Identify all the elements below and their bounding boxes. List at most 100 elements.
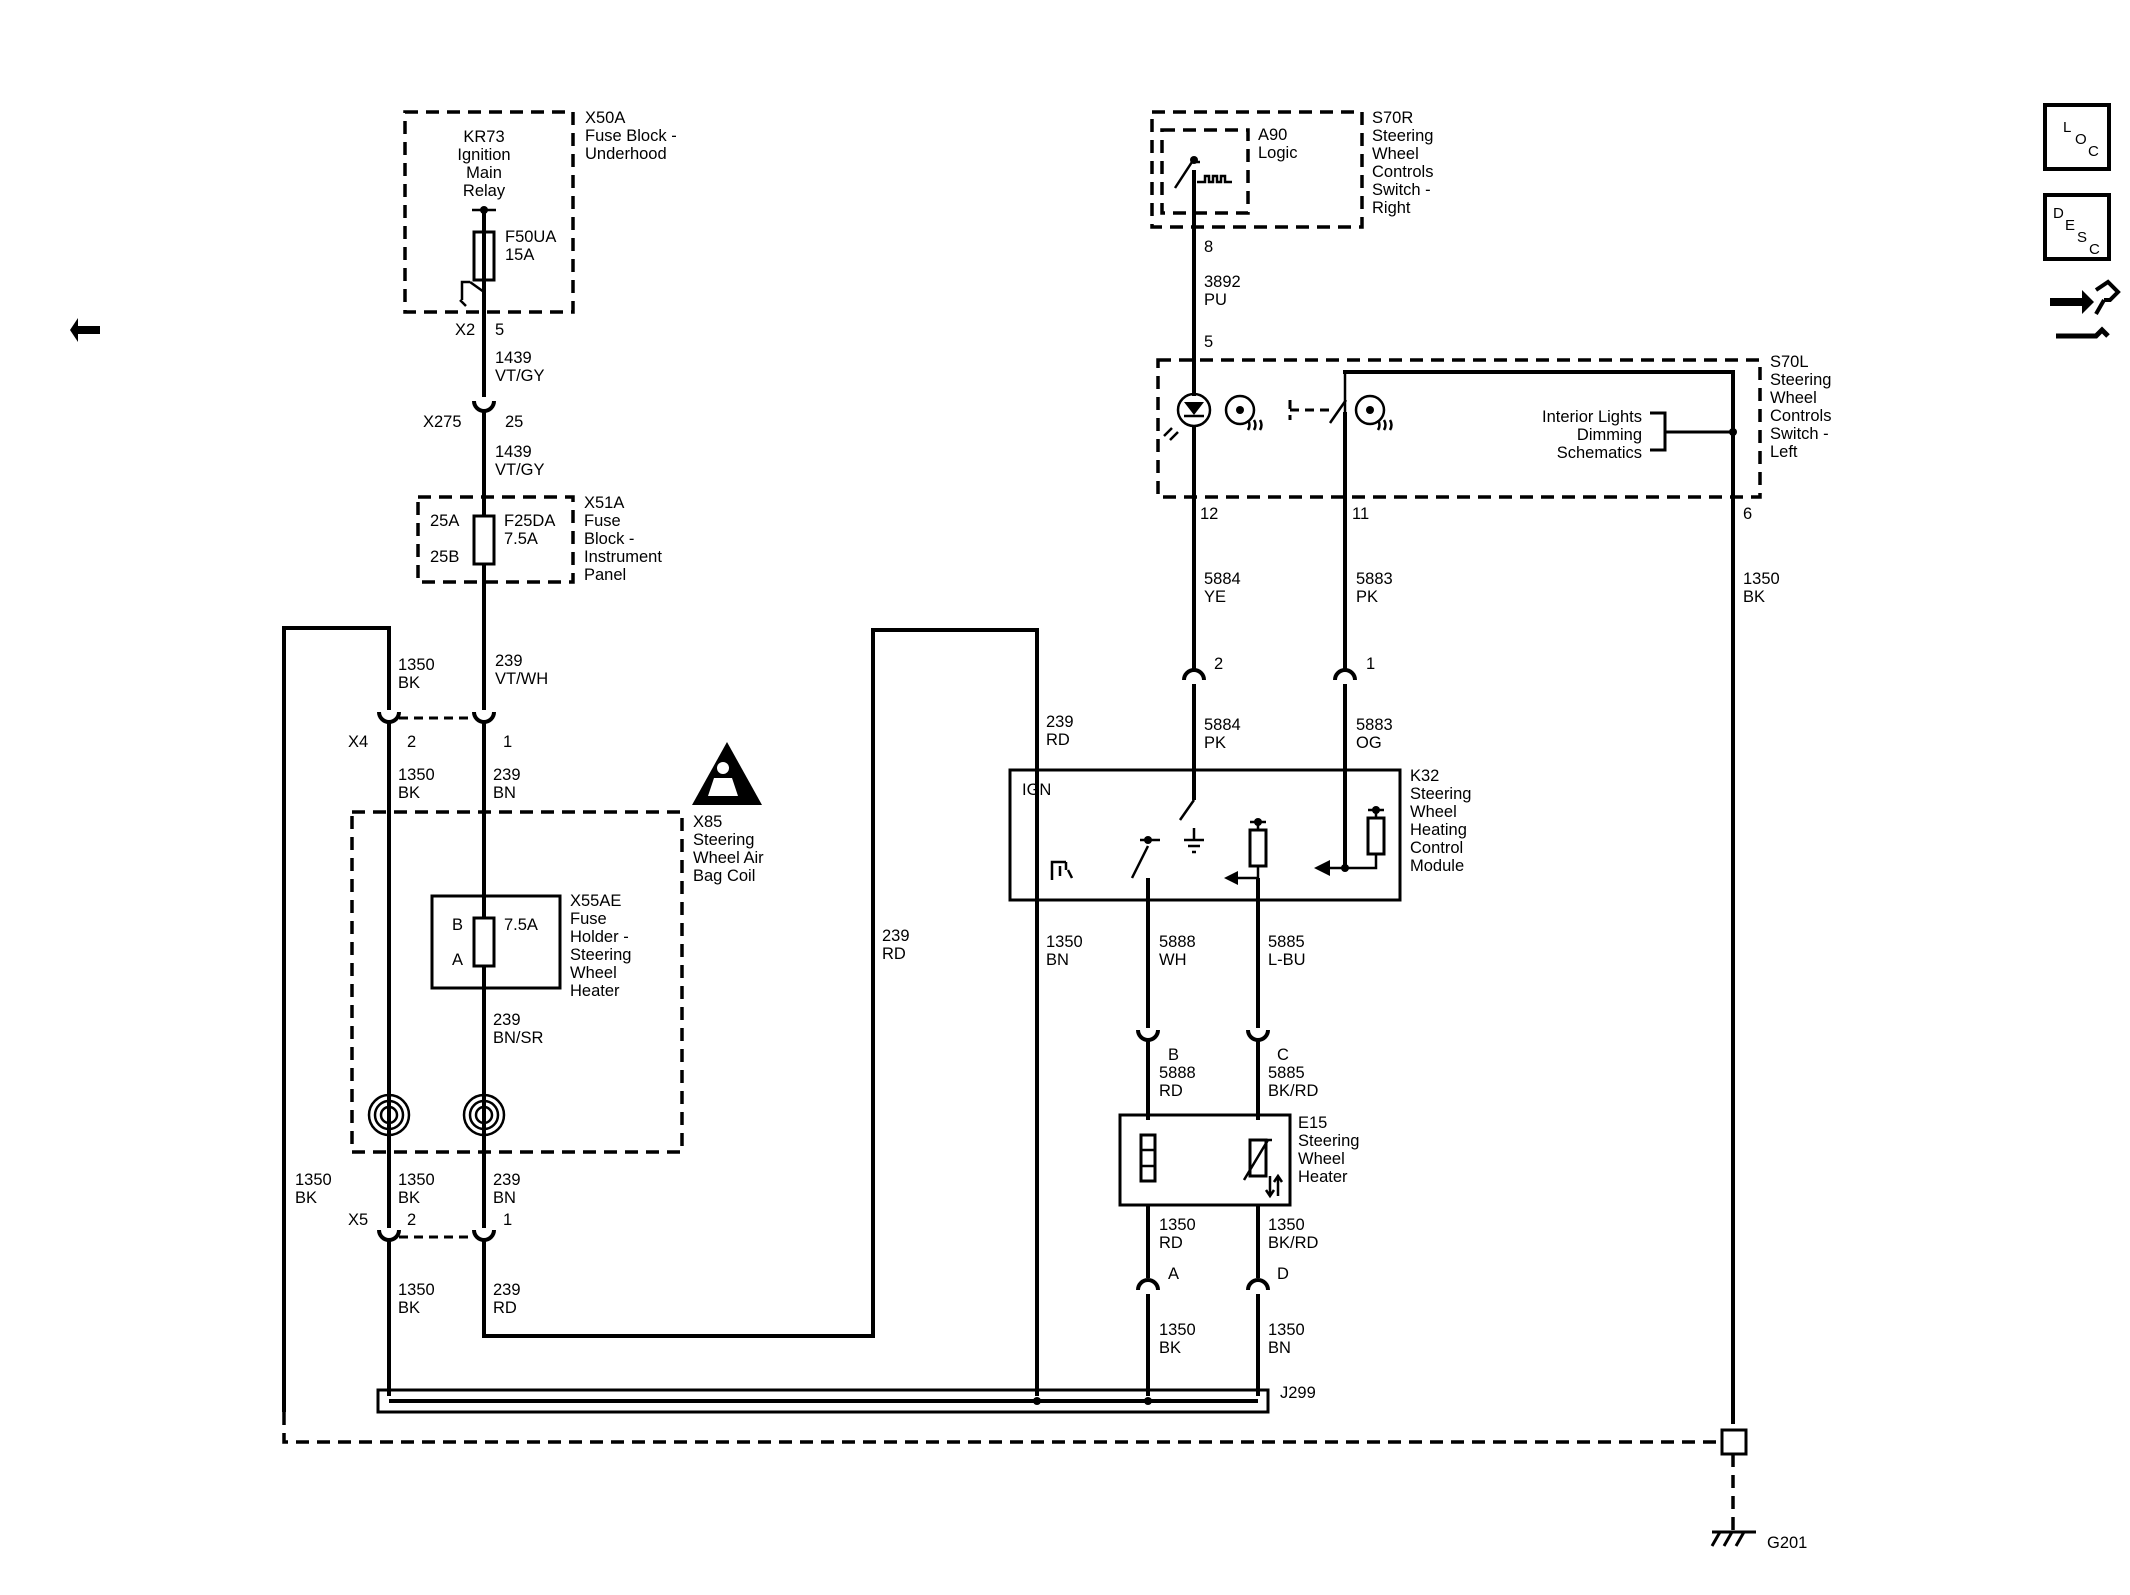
schematic-label: Ignition	[457, 146, 510, 164]
kr73-relay: KR73 Ignition Main Relay	[457, 128, 511, 307]
wire-label: 1350	[295, 1171, 332, 1189]
connector-e15-b-c: B C	[1136, 1029, 1289, 1064]
schematic-label: Block -	[584, 530, 634, 548]
schematic-label: Fuse	[570, 910, 607, 928]
schematic-label: J299	[1280, 1384, 1316, 1402]
schematic-label: Steering	[570, 946, 631, 964]
wire-label: 5884	[1204, 716, 1241, 734]
wire-label: RD	[1159, 1082, 1183, 1100]
schematic-label: Instrument	[584, 548, 662, 566]
thermistor-icon	[1242, 1138, 1284, 1199]
a90-id: A90	[1258, 126, 1287, 144]
schematic-label: Right	[1372, 199, 1411, 217]
wire-label: 5884	[1204, 570, 1241, 588]
wire-label: YE	[1204, 588, 1226, 606]
schematic-label: Bag Coil	[693, 867, 755, 885]
schematic-label: Wheel Air	[693, 849, 764, 867]
connector-pin: 8	[1204, 238, 1213, 256]
schematic-label: Switch -	[1770, 425, 1829, 443]
wire-label: 5885	[1268, 933, 1305, 951]
j299-splice-pack: J299	[376, 1384, 1316, 1414]
schematic-label: Controls	[1372, 163, 1433, 181]
wire-label: BN	[1046, 951, 1069, 969]
wire-label: BK	[1159, 1339, 1181, 1357]
heated-wheel-icon	[1354, 394, 1393, 431]
wire-label: L-BU	[1268, 951, 1306, 969]
wire-label: BK	[398, 674, 420, 692]
wire-label: 5883	[1356, 716, 1393, 734]
wire-label: BK	[398, 1189, 420, 1207]
wire-239-rd-loop	[482, 628, 1039, 1396]
wire-label: VT/GY	[495, 461, 545, 479]
connector-x5: X5 2 1	[348, 1211, 512, 1242]
wire-label: BN	[493, 784, 516, 802]
wire-label: 5885	[1268, 1064, 1305, 1082]
wire-label: 5883	[1356, 570, 1393, 588]
wire-label: VT/GY	[495, 367, 545, 385]
schematic-label: E15	[1298, 1114, 1327, 1132]
schematic-label: F50UA	[505, 228, 556, 246]
wire-label: 1350	[398, 1281, 435, 1299]
schematic-label: X5	[348, 1211, 368, 1229]
connector-repair-icon[interactable]	[70, 279, 2121, 342]
wire-label: RD	[493, 1299, 517, 1317]
heating-element-icon	[1139, 1133, 1157, 1183]
loc-icon[interactable]: L O C	[2043, 103, 2111, 171]
schematic-label: S70R	[1372, 109, 1413, 127]
schematic-label: 2	[1214, 655, 1223, 673]
schematic-label: 7.5A	[504, 530, 538, 548]
wire-label: BK/RD	[1268, 1082, 1319, 1100]
wire-label: BK/RD	[1268, 1234, 1319, 1252]
wire-label: 239	[493, 766, 521, 784]
schematic-label: S	[2077, 229, 2087, 246]
schematic-label: Holder -	[570, 928, 629, 946]
wire-label: BK	[398, 1299, 420, 1317]
schematic-label: Wheel	[570, 964, 617, 982]
wire-label: OG	[1356, 734, 1382, 752]
wire-label: 1350	[1046, 933, 1083, 951]
schematic-label: Steering	[1410, 785, 1471, 803]
f50ua-fuse: F50UA 15A	[472, 228, 556, 282]
schematic-label: F25DA	[504, 512, 555, 530]
schematic-label: Dimming	[1577, 426, 1642, 444]
schematic-label: X275	[423, 413, 462, 431]
wire-label: 5888	[1159, 1064, 1196, 1082]
connector-pin: 11	[1352, 505, 1369, 523]
connector-x2-pin: 5	[495, 321, 504, 339]
wire-1350-bk-right	[1343, 370, 1735, 1424]
wire-label: 1350	[1268, 1216, 1305, 1234]
schematic-label: S70L	[1770, 353, 1809, 371]
wire-label: 239	[493, 1011, 521, 1029]
schematic-label: 25	[505, 413, 523, 431]
schematic-label: Panel	[584, 566, 626, 584]
schematic-label: Interior Lights	[1542, 408, 1642, 426]
wire-label: 1350	[398, 656, 435, 674]
schematic-label: E	[2065, 217, 2075, 234]
wire-label: BK	[1743, 588, 1765, 606]
ground-icon	[1050, 860, 1074, 880]
schematic-label: Wheel	[1298, 1150, 1345, 1168]
wire-label: 3892	[1204, 273, 1241, 291]
x50a-label-1: Fuse Block -	[585, 127, 677, 145]
wire-label: 239	[882, 927, 910, 945]
schematic-label: Heater	[1298, 1168, 1348, 1186]
wire-label: RD	[1046, 731, 1070, 749]
schematic-label: Relay	[463, 182, 506, 200]
schematic-label: A	[452, 951, 463, 969]
schematic-label: A	[1168, 1265, 1179, 1283]
schematic-label: Steering	[693, 831, 754, 849]
heated-wheel-icon	[1224, 394, 1263, 431]
wire-label: 1350	[1159, 1216, 1196, 1234]
x50a-fuse-block: X50A Fuse Block - Underhood KR73 Ignitio…	[403, 109, 677, 314]
connector-pin: 12	[1200, 505, 1218, 523]
wire-label: 1350	[1743, 570, 1780, 588]
schematic-label: X55AE	[570, 892, 621, 910]
schematic-label: KR73	[463, 128, 504, 146]
x51a-fuse-block: 25A 25B F25DA 7.5A X51A Fuse Block - Ins…	[416, 494, 662, 584]
schematic-label: X4	[348, 733, 368, 751]
schematic-label: G201	[1767, 1534, 1807, 1552]
schematic-label: 2	[407, 1211, 416, 1229]
schematic-label: X51A	[584, 494, 624, 512]
desc-icon[interactable]: D E S C	[2043, 193, 2111, 261]
schematic-label: X85	[693, 813, 722, 831]
